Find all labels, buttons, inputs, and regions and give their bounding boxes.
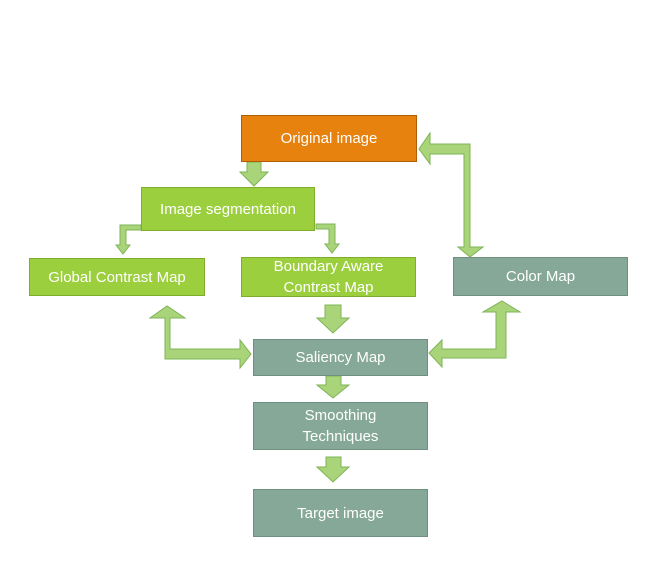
node-target-image-label: Target image	[297, 504, 384, 522]
node-boundary-aware-line2: Contrast Map	[283, 279, 374, 296]
node-smoothing-techniques: Smoothing Techniques	[253, 402, 428, 450]
arrow-global-saliency	[148, 305, 252, 370]
node-image-segmentation-label: Image segmentation	[160, 200, 296, 218]
arrow-color-to-original	[418, 131, 485, 258]
node-color-map-label: Color Map	[505, 268, 576, 285]
arrow-segmentation-to-global	[114, 224, 142, 255]
arrow-segmentation-to-boundary	[315, 223, 341, 254]
node-color-map: Color Map	[453, 257, 628, 296]
arrow-boundary-to-saliency	[315, 304, 351, 334]
node-smoothing-line1: Smoothing	[304, 407, 377, 424]
node-global-contrast-map-label: Global Contrast Map	[48, 268, 186, 286]
node-saliency-map: Saliency Map	[253, 339, 428, 376]
arrow-original-to-segmentation	[238, 161, 270, 187]
arrow-saliency-to-smoothing	[315, 375, 351, 399]
node-original-image: Original image	[241, 115, 417, 162]
node-boundary-aware-contrast-map: Boundary Aware Contrast Map	[241, 257, 416, 297]
node-boundary-aware-line1: Boundary Aware	[273, 258, 384, 275]
arrow-smoothing-to-target	[315, 456, 351, 483]
node-image-segmentation: Image segmentation	[141, 187, 315, 231]
node-original-image-label: Original image	[280, 130, 378, 147]
node-smoothing-line2: Techniques	[302, 428, 379, 445]
node-target-image: Target image	[253, 489, 428, 537]
arrow-color-saliency	[428, 300, 522, 369]
node-saliency-map-label: Saliency Map	[295, 349, 386, 366]
node-global-contrast-map: Global Contrast Map	[29, 258, 205, 296]
